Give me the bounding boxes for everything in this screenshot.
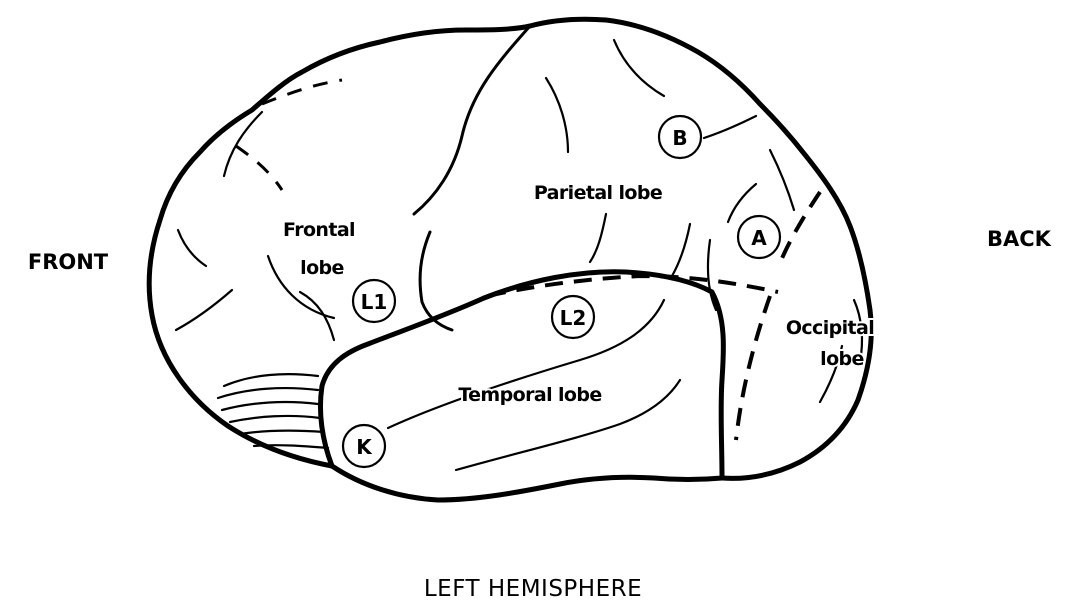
frontal-lobe-label-line1: Frontal: [283, 219, 355, 241]
orbital-fold-4: [230, 416, 320, 422]
orbital-fold-5: [240, 431, 324, 434]
orbital-fold-1: [224, 374, 318, 386]
area-k-marker: K: [343, 425, 385, 467]
area-l1-marker: L1: [353, 280, 395, 322]
area-l2-marker: L2: [552, 296, 594, 338]
sulcus-parietal-2: [614, 40, 664, 96]
orbital-fold-3: [222, 402, 318, 410]
sulcus-parietal-4: [590, 214, 606, 262]
area-a-marker: A: [738, 216, 780, 258]
area-b-marker: B: [659, 116, 701, 158]
sulcus-parietal-5: [672, 224, 690, 276]
sulcus-frontal-low: [176, 290, 232, 330]
area-l2-label: L2: [560, 306, 587, 330]
area-l1-label: L1: [361, 290, 388, 314]
sulcus-frontal-mid: [178, 230, 206, 266]
sulcus-frontal-dash2: [236, 146, 282, 190]
back-label: BACK: [987, 227, 1052, 251]
occipital-boundary-lower: [736, 296, 770, 440]
area-a-label: A: [751, 226, 767, 250]
area-b-label: B: [672, 126, 687, 150]
parietal-lobe-label: Parietal lobe: [534, 182, 662, 204]
sulcus-parietal-6: [770, 150, 794, 210]
area-k-label: K: [356, 435, 373, 459]
sulcus-parietal-1: [546, 78, 568, 152]
sulcus-frontal-upper: [224, 112, 262, 176]
central-sulcus: [414, 26, 530, 214]
front-label: FRONT: [28, 250, 109, 274]
orbital-fold-2: [218, 388, 318, 398]
frontal-lobe-label-line2: lobe: [300, 257, 344, 279]
temporal-lobe-label: Temporal lobe: [458, 384, 601, 406]
occipital-boundary-upper: [778, 192, 820, 268]
hemisphere-caption: LEFT HEMISPHERE: [424, 576, 642, 602]
sulcus-parietal-3: [704, 116, 756, 138]
occipital-lobe-label-line1: Occipital: [786, 317, 874, 339]
occipital-lobe-label-line2: lobe: [820, 348, 864, 370]
